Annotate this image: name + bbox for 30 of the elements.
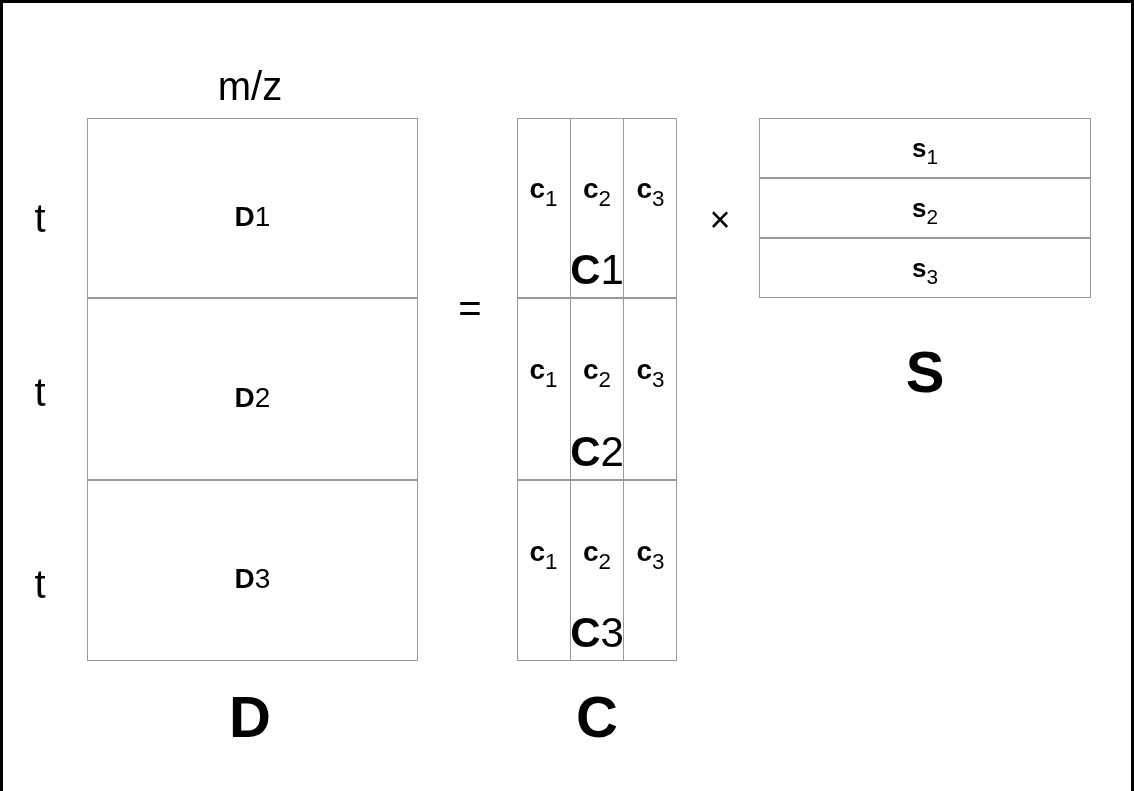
matrix-name: D xyxy=(229,688,271,746)
matrix-block xyxy=(517,480,677,661)
matrix-block: D1 xyxy=(87,118,418,298)
matrix-column: c$_{2}$ xyxy=(570,298,623,407)
operator-sign: × xyxy=(709,202,731,238)
matrix-row: s$_{2}$ xyxy=(759,178,1091,238)
axis-label: m/z xyxy=(217,66,283,106)
axis-label: t xyxy=(34,372,46,412)
matrix-column: c$_{1}$ xyxy=(517,298,570,407)
matrix-column: c$_{1}$ xyxy=(517,480,570,589)
matrix-column: c$_{3}$ xyxy=(623,480,677,589)
block-label: C2 xyxy=(570,431,624,473)
operator-sign: = xyxy=(458,288,482,328)
matrix-row: s$_{1}$ xyxy=(759,118,1091,178)
matrix-column: c$_{2}$ xyxy=(570,480,623,589)
matrix-block: D3 xyxy=(87,480,418,661)
matrix-row: s$_{3}$ xyxy=(759,238,1091,298)
matrix-name: S xyxy=(905,343,945,401)
matrix-column: c$_{2}$ xyxy=(570,118,623,226)
matrix-column: c$_{3}$ xyxy=(623,118,677,226)
matrix-column: c$_{3}$ xyxy=(623,298,677,407)
axis-label: t xyxy=(34,564,46,604)
axis-label: t xyxy=(34,198,46,238)
matrix-column: c$_{1}$ xyxy=(517,118,570,226)
block-label: C1 xyxy=(570,249,624,292)
matrix-block xyxy=(517,118,677,298)
matrix-name: C xyxy=(576,688,618,746)
block-label: C3 xyxy=(570,612,624,655)
matrix-block: D2 xyxy=(87,298,418,480)
matrix-block xyxy=(517,298,677,480)
